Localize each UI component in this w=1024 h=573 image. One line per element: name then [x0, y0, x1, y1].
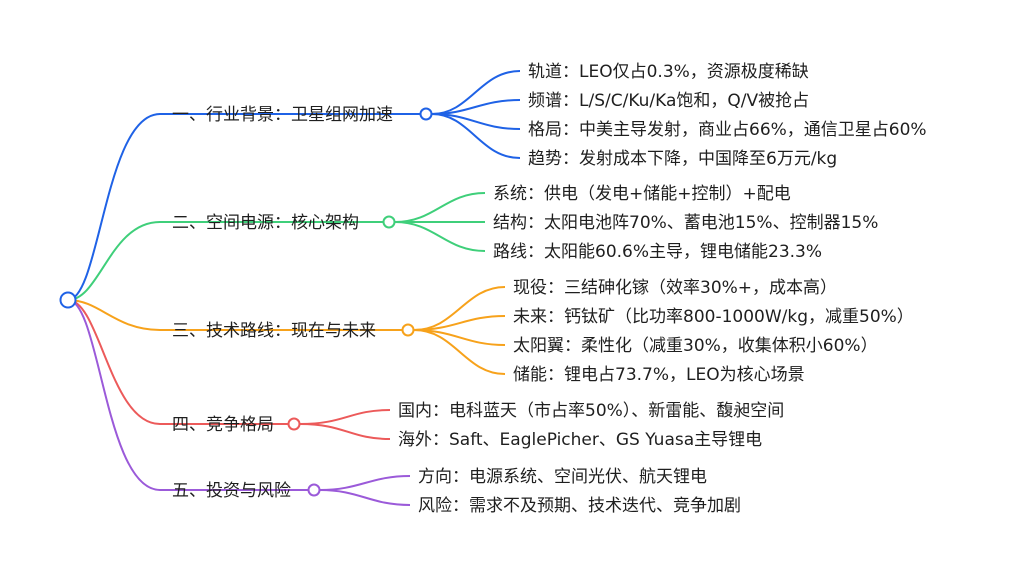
edge-root-branch-1 — [67, 113, 420, 301]
branch-5-label: 五、投资与风险 — [172, 481, 291, 501]
b3-child-4: 储能：锂电占73.7%，LEO为核心场景 — [513, 365, 805, 385]
edge-b1-c1 — [431, 70, 521, 115]
edge-b4-c2 — [299, 423, 391, 440]
b3-child-2: 未来：钙钛矿（比功率800-1000W/kg，减重50%） — [513, 307, 914, 327]
root-node-circle[interactable] — [59, 291, 77, 309]
b2-child-2: 结构：太阳电池阵70%、蓄电池15%、控制器15% — [493, 213, 878, 233]
edge-root-branch-4 — [67, 299, 288, 425]
edge-b1-c4 — [431, 113, 521, 159]
edge-root-branch-3 — [67, 299, 402, 331]
b3-child-1: 现役：三结砷化镓（效率30%+，成本高） — [513, 278, 837, 298]
branch-2-node[interactable] — [382, 215, 396, 229]
mindmap-nodes: 一、行业背景：卫星组网加速 二、空间电源：核心架构 三、技术路线：现在与未来 四… — [59, 62, 927, 516]
b1-child-1: 轨道：LEO仅占0.3%，资源极度稀缺 — [528, 62, 809, 82]
b1-child-3: 格局：中美主导发射，商业占66%，通信卫星占60% — [528, 120, 927, 140]
mindmap-edges — [67, 70, 521, 506]
b1-child-2: 频谱：L/S/C/Ku/Ka饱和，Q/V被抢占 — [528, 91, 809, 111]
b2-child-3: 路线：太阳能60.6%主导，锂电储能23.3% — [493, 242, 822, 262]
edge-b2-c3 — [394, 221, 486, 252]
b4-child-1: 国内：电科蓝天（市占率50%）、新雷能、馥昶空间 — [398, 401, 784, 421]
edge-root-branch-2 — [67, 221, 383, 301]
edge-b5-c1 — [319, 475, 411, 491]
b1-child-4: 趋势：发射成本下降，中国降至6万元/kg — [528, 149, 837, 169]
branch-4-label: 四、竞争格局 — [172, 415, 274, 435]
b4-child-2: 海外：Saft、EaglePicher、GS Yuasa主导锂电 — [398, 430, 762, 450]
edge-b3-c1 — [413, 286, 506, 331]
b2-child-1: 系统：供电（发电+储能+控制）+配电 — [493, 184, 791, 204]
edge-b3-c4 — [413, 329, 506, 375]
branch-1-node[interactable] — [419, 107, 433, 121]
branch-1-label: 一、行业背景：卫星组网加速 — [172, 105, 393, 125]
branch-3-label: 三、技术路线：现在与未来 — [172, 321, 376, 341]
branch-2-label: 二、空间电源：核心架构 — [172, 213, 359, 233]
edge-b5-c2 — [319, 489, 411, 506]
edge-root-branch-5 — [67, 299, 308, 491]
branch-3-node[interactable] — [401, 323, 415, 337]
b5-child-1: 方向：电源系统、空间光伏、航天锂电 — [418, 467, 707, 487]
b5-child-2: 风险：需求不及预期、技术迭代、竞争加剧 — [418, 496, 741, 516]
branch-4-node[interactable] — [287, 417, 301, 431]
b3-child-3: 太阳翼：柔性化（减重30%，收集体积小60%） — [513, 336, 878, 356]
branch-5-node[interactable] — [307, 483, 321, 497]
edge-b4-c1 — [299, 409, 391, 425]
edge-b2-c1 — [394, 192, 486, 223]
